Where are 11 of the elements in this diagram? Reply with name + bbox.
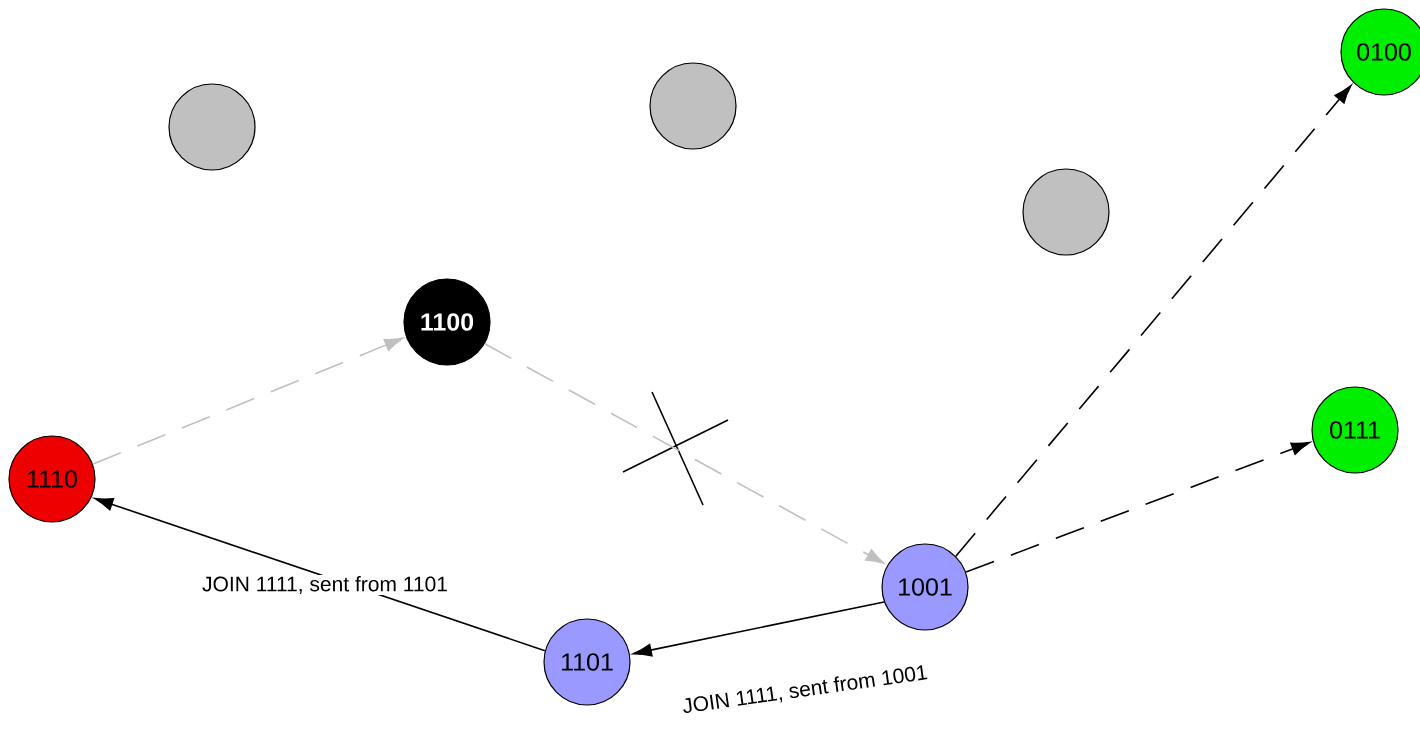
empty-circle [649,62,737,150]
arrow [955,84,1352,557]
edge-label: JOIN 1111, sent from 1101 [201,575,449,595]
empty-circle [1022,168,1110,256]
arrow [94,497,546,652]
arrow [483,343,885,565]
arrow [92,337,404,465]
arrow [965,441,1311,573]
arrow [632,601,885,657]
edge-label: JOIN 1111, sent from 1001 [680,662,930,718]
empty-circle [168,83,256,171]
